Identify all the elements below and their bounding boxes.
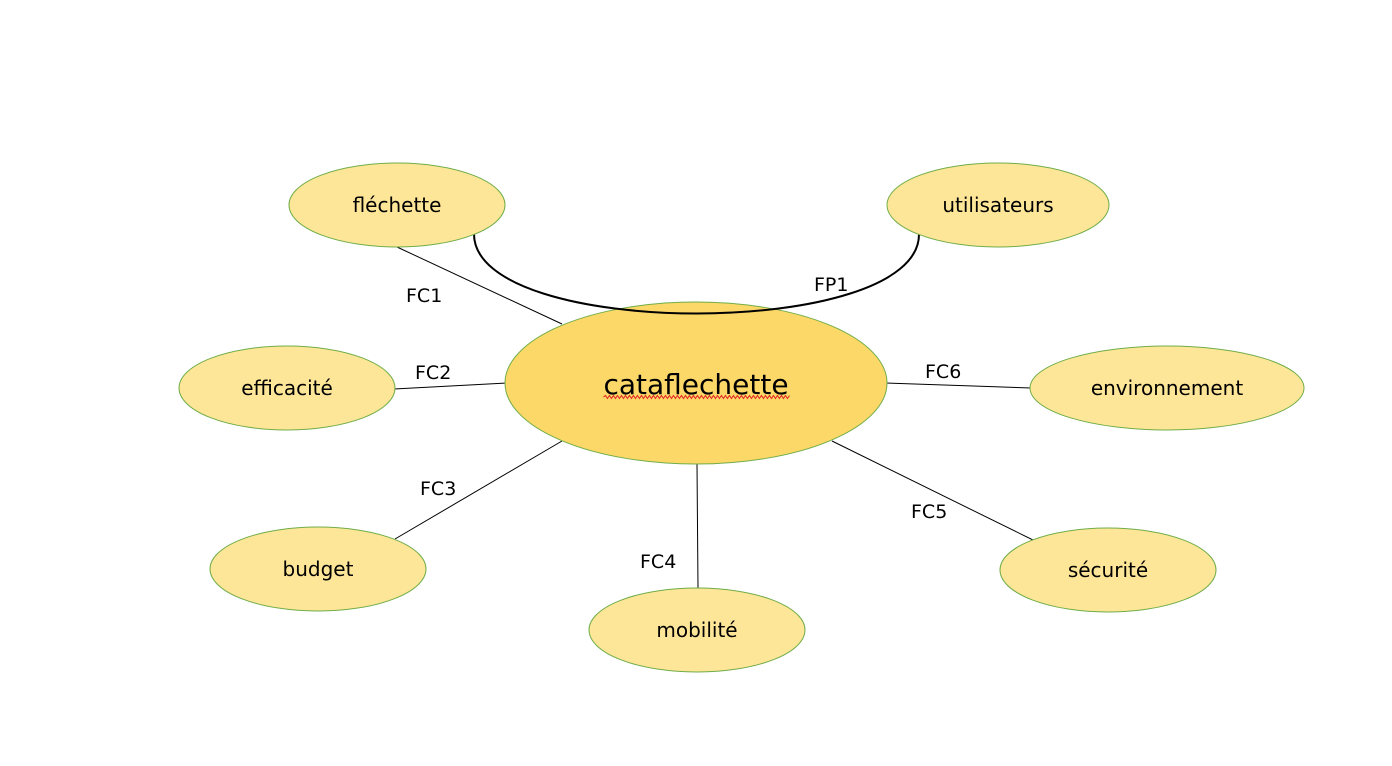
- node-environnement[interactable]: environnement: [1029, 345, 1305, 431]
- edge-label-fc4: FC4: [640, 551, 676, 573]
- node-utilisateurs-shape: [886, 162, 1110, 248]
- node-securite[interactable]: sécurité: [999, 527, 1217, 613]
- node-utilisateurs[interactable]: utilisateurs: [886, 162, 1110, 248]
- edge-label-fc5: FC5: [911, 501, 947, 523]
- node-flechette-shape: [288, 162, 506, 248]
- node-mobilite[interactable]: mobilité: [588, 587, 806, 673]
- node-mobilite-shape: [588, 587, 806, 673]
- node-flechette[interactable]: fléchette: [288, 162, 506, 248]
- edge-line-fc2: [393, 382, 508, 390]
- node-flechette-label: fléchette: [353, 193, 442, 217]
- edge-line-fp1: [473, 233, 921, 315]
- node-securite-label: sécurité: [1068, 558, 1148, 582]
- node-environnement-label: environnement: [1091, 376, 1244, 400]
- center-node[interactable]: cataflechette: [504, 301, 888, 465]
- edge-label-fc3: FC3: [420, 478, 456, 500]
- edge-line-fc3: [394, 440, 563, 540]
- node-budget[interactable]: budget: [209, 526, 427, 612]
- node-securite-shape: [999, 527, 1217, 613]
- node-efficacite[interactable]: efficacité: [178, 345, 396, 431]
- spellcheck-underline: [603, 394, 790, 400]
- node-budget-shape: [209, 526, 427, 612]
- node-mobilite-label: mobilité: [656, 618, 737, 642]
- node-budget-label: budget: [283, 557, 354, 581]
- edge-line-fc4: [696, 463, 699, 589]
- edge-label-fp1: FP1: [814, 274, 848, 296]
- node-environnement-shape: [1029, 345, 1305, 431]
- edge-label-fc1: FC1: [406, 285, 442, 307]
- node-efficacite-label: efficacité: [241, 376, 333, 400]
- edge-label-fc2: FC2: [415, 362, 451, 384]
- node-efficacite-shape: [178, 345, 396, 431]
- node-utilisateurs-label: utilisateurs: [942, 193, 1053, 217]
- edge-line-fc1: [396, 246, 563, 325]
- edge-line-fc5: [831, 440, 1034, 541]
- edge-line-fc6: [886, 382, 1032, 389]
- center-node-shape: [504, 301, 888, 465]
- edge-label-fc6: FC6: [925, 361, 961, 383]
